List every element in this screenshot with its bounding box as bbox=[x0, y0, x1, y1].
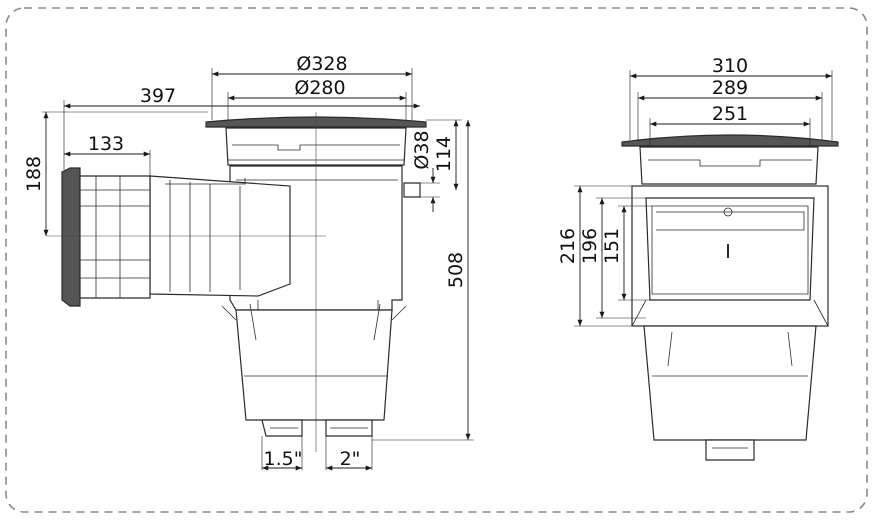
dim-opening-height: 196 bbox=[579, 228, 601, 264]
dim-mouth-height: 188 bbox=[23, 156, 45, 192]
side-mouth-body bbox=[79, 175, 151, 299]
dim-total-height: 508 bbox=[445, 252, 467, 288]
front-opening bbox=[645, 197, 815, 301]
front-outlet bbox=[705, 439, 755, 461]
front-lower-body bbox=[643, 325, 817, 441]
dim-mouth-depth: 133 bbox=[88, 133, 124, 155]
front-view bbox=[621, 134, 839, 461]
dim-lid-to-pipe: 114 bbox=[433, 136, 455, 172]
dim-total-length: 397 bbox=[140, 85, 176, 107]
dim-lid-inner: Ø280 bbox=[294, 77, 345, 99]
side-mouth-flange bbox=[61, 167, 81, 307]
front-dimensions: 310 289 251 216 196 151 bbox=[557, 55, 833, 327]
side-view bbox=[46, 112, 427, 452]
dim-mid-width: 289 bbox=[712, 77, 748, 99]
dim-pipe-diameter: Ø38 bbox=[411, 130, 433, 169]
dim-face-height: 216 bbox=[557, 228, 579, 264]
dashed-frame bbox=[5, 7, 868, 513]
dim-weir-height: 151 bbox=[601, 228, 623, 264]
dim-lid-outer: Ø328 bbox=[296, 53, 347, 75]
dim-top-width: 310 bbox=[712, 55, 748, 77]
dim-inner-width: 251 bbox=[712, 103, 748, 125]
dim-outlet-small: 1.5" bbox=[264, 448, 303, 470]
side-dimensions: Ø328 Ø280 397 133 188 Ø38 114 508 bbox=[23, 53, 474, 471]
side-pipe-port bbox=[403, 182, 421, 198]
front-collar bbox=[639, 146, 819, 185]
side-basket bbox=[235, 309, 393, 421]
front-lid bbox=[621, 134, 839, 147]
dim-outlet-large: 2" bbox=[340, 448, 361, 470]
